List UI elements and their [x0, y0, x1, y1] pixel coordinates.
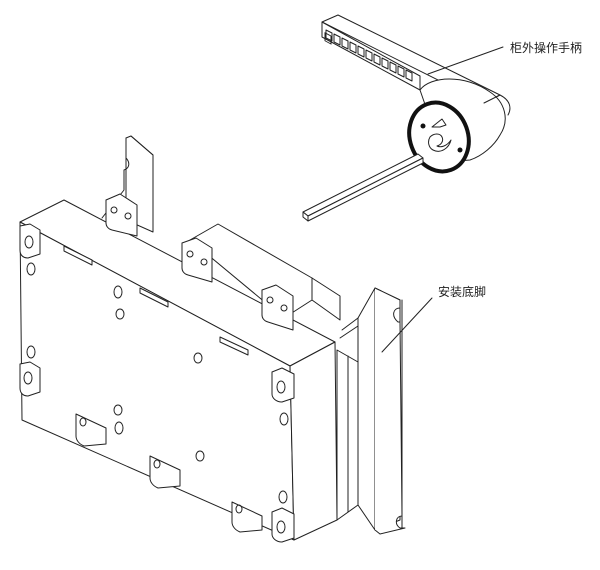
top-terminals: [105, 193, 294, 331]
grip-slots: [325, 29, 413, 82]
front-face-screws: [26, 262, 289, 504]
switch-body: [19, 135, 359, 543]
label-mounting-foot: 安装底脚: [438, 285, 487, 299]
bottom-terminals: [75, 413, 263, 533]
mounting-foot-bracket: [339, 287, 433, 535]
corner-mounting-ears: [19, 223, 295, 543]
operating-shaft: [302, 153, 424, 222]
top-edge-slots: [63, 245, 249, 356]
label-external-operating-handle: 柜外操作手柄: [510, 41, 583, 55]
external-operating-handle: [321, 14, 511, 174]
